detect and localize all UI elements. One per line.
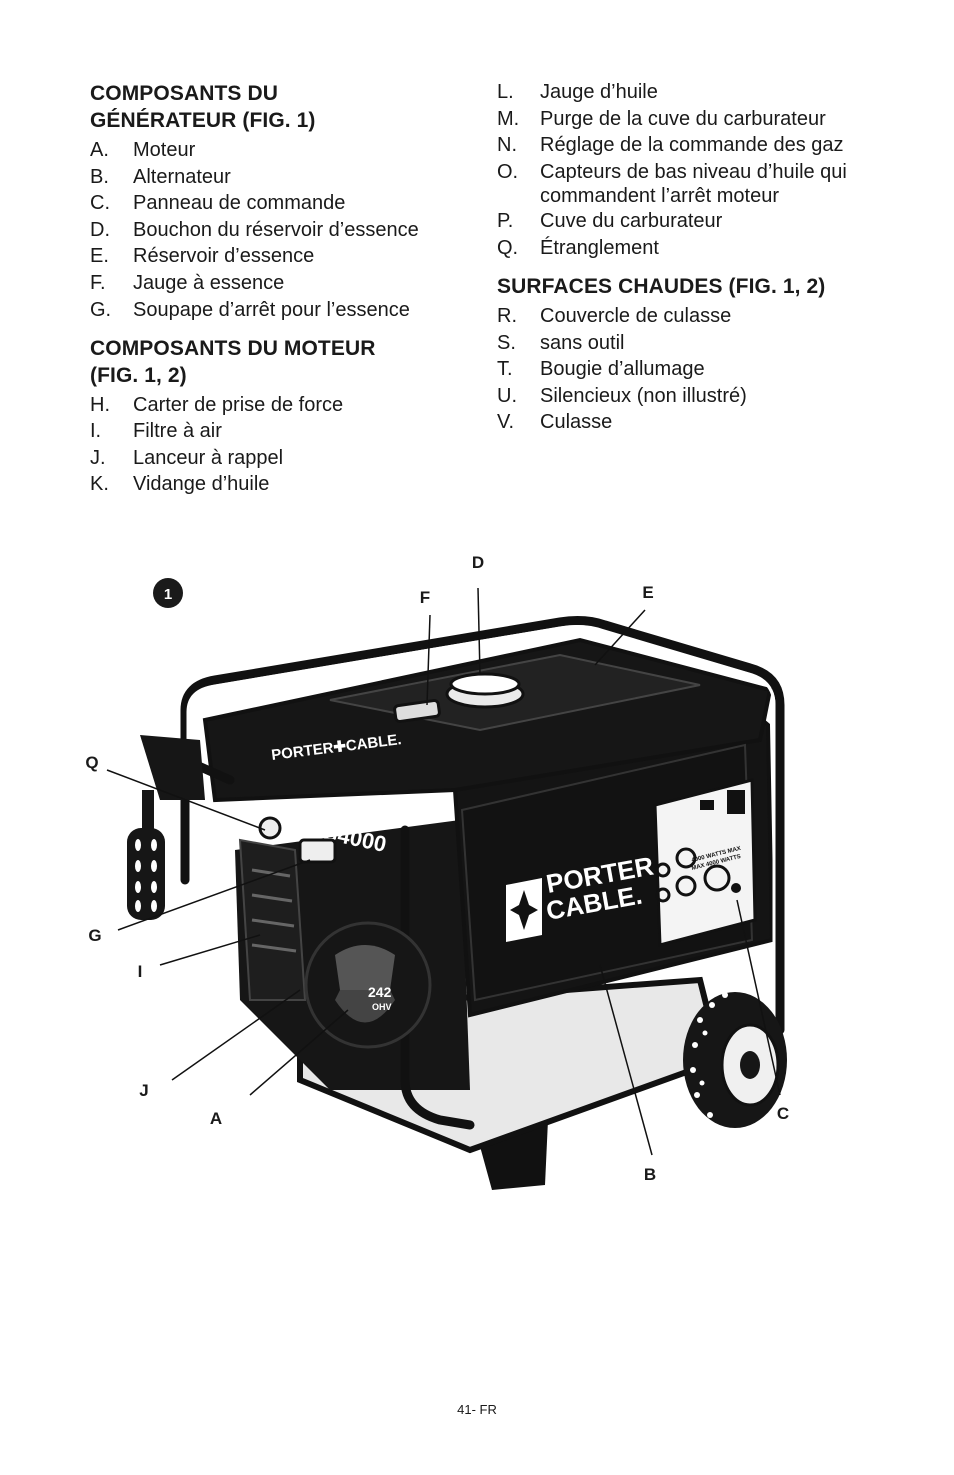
left-column: COMPOSANTS DU GÉNÉRATEUR (FIG. 1) A.Mote… bbox=[90, 80, 470, 509]
list-item: K.Vidange d’huile bbox=[90, 473, 270, 496]
hot-surfaces-list: R.Couvercle de culasse S.sans outil T.Bo… bbox=[497, 304, 897, 435]
engine-cc-label: 242 bbox=[368, 984, 392, 1000]
list-item: I.Filtre à air bbox=[90, 420, 222, 443]
fuel-gauge bbox=[393, 699, 441, 723]
section-title-engine: COMPOSANTS DU MOTEUR (FIG. 1, 2) bbox=[90, 336, 376, 387]
list-item: U.Silencieux (non illustré) bbox=[497, 384, 747, 407]
list-item: C.Panneau de commande bbox=[90, 192, 346, 215]
generator-figure: 1 PORTER✚CABLE. PCG4000 bbox=[85, 553, 789, 1190]
engine-ohv-label: OHV bbox=[372, 1002, 392, 1012]
list-item: A.Moteur bbox=[90, 139, 196, 161]
section-title-hot-surfaces: SURFACES CHAUDES (FIG. 1, 2) bbox=[497, 274, 826, 298]
right-column: L.Jauge d’huile M.Purge de la cuve du ca… bbox=[497, 80, 897, 447]
tube-frame-highlight bbox=[186, 625, 776, 1020]
gas-cap bbox=[445, 672, 525, 709]
air-filter bbox=[238, 838, 307, 1001]
wheel bbox=[683, 992, 787, 1128]
list-item: S.sans outil bbox=[497, 331, 625, 354]
list-item: D.Bouchon du réservoir d’essence bbox=[90, 218, 419, 241]
callout-leader-lines bbox=[106, 587, 781, 1156]
callout-g: G bbox=[88, 926, 101, 945]
control-panel: 4000 WATTS MAX MAX 4000 WATTS bbox=[653, 778, 757, 947]
list-item: Q.Étranglement bbox=[497, 236, 659, 259]
generator-components-list: A.Moteur B.Alternateur C.Panneau de comm… bbox=[90, 138, 470, 323]
list-item: F.Jauge à essence bbox=[90, 271, 285, 294]
list-item: B.Alternateur bbox=[90, 165, 231, 188]
callout-b: B bbox=[644, 1165, 656, 1184]
callout-c: C bbox=[777, 1104, 789, 1123]
list-item: N.Réglage de la commande des gaz bbox=[497, 134, 844, 157]
list-item: P.Cuve du carburateur bbox=[497, 210, 723, 233]
recoil-starter: 242 OHV bbox=[304, 921, 432, 1049]
handle bbox=[127, 735, 205, 920]
choke-and-valve bbox=[258, 816, 337, 864]
svg-text:1: 1 bbox=[164, 586, 172, 603]
engine-components-list: H.Carter de prise de force I.Filtre à ai… bbox=[90, 393, 470, 498]
list-item: T.Bougie d’allumage bbox=[497, 358, 705, 381]
list-item: R.Couvercle de culasse bbox=[497, 304, 732, 327]
list-item: E.Réservoir d’essence bbox=[90, 245, 315, 268]
callout-q: Q bbox=[85, 753, 98, 772]
list-item: G.Soupape d’arrêt pour l’essence bbox=[90, 298, 410, 321]
list-item: H.Carter de prise de force bbox=[90, 393, 344, 416]
engine-components-list-continued: L.Jauge d’huile M.Purge de la cuve du ca… bbox=[497, 80, 897, 261]
callout-j: J bbox=[139, 1081, 148, 1100]
page-number: 41- FR bbox=[457, 1402, 497, 1417]
list-item: V.Culasse bbox=[497, 411, 613, 434]
callout-i: I bbox=[138, 962, 143, 981]
callout-f: F bbox=[420, 588, 430, 607]
section-title-generator: COMPOSANTS DU GÉNÉRATEUR (FIG. 1) bbox=[90, 82, 316, 132]
list-item: O.Capteurs de bas niveau d’huile qui com… bbox=[497, 160, 847, 207]
callout-d: D bbox=[472, 553, 484, 572]
list-item: J.Lanceur à rappel bbox=[90, 446, 284, 469]
callout-a: A bbox=[210, 1109, 222, 1128]
figure-number-badge: 1 bbox=[153, 578, 183, 608]
list-item: L.Jauge d’huile bbox=[497, 81, 658, 103]
callout-e: E bbox=[642, 583, 653, 602]
list-item: M.Purge de la cuve du carburateur bbox=[497, 107, 826, 130]
